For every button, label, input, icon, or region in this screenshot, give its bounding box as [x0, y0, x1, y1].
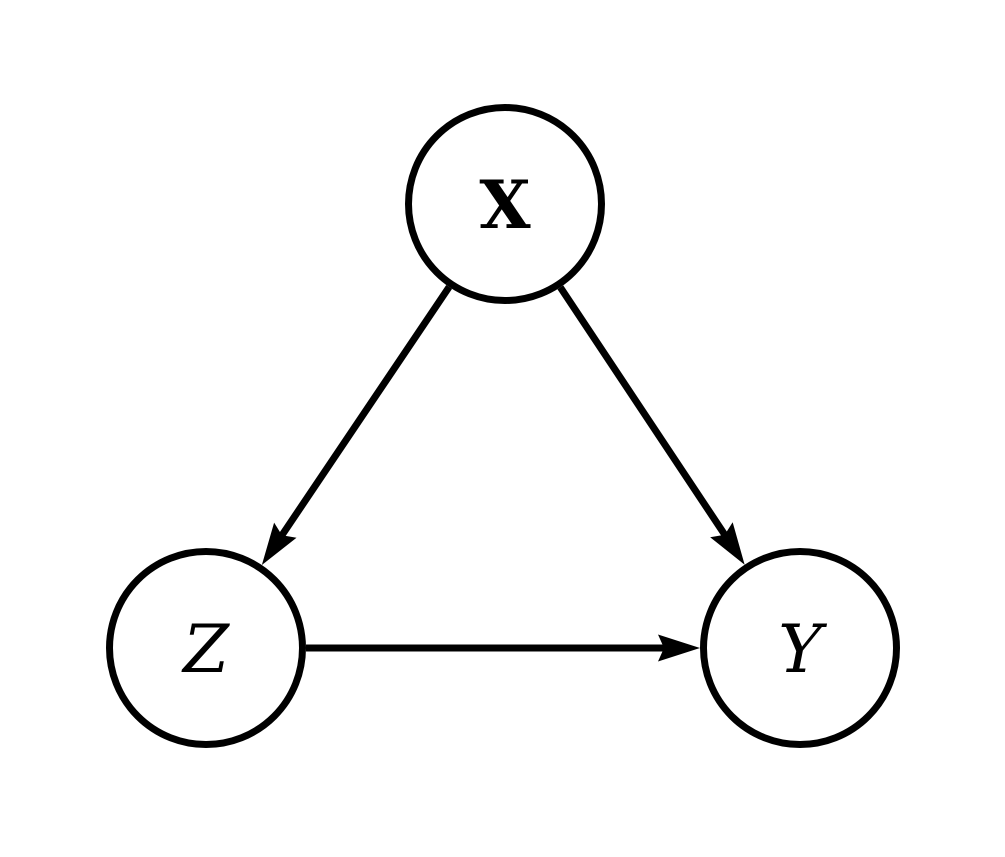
edge-X-Z-arrowhead-icon — [261, 522, 297, 566]
edge-X-Z-line — [277, 284, 453, 540]
edge-X-Y-line — [557, 285, 730, 540]
node-Z-label: Z — [181, 611, 230, 688]
edge-X-Y-arrowhead-icon — [710, 522, 745, 565]
node-Z-circle — [106, 548, 306, 748]
node-Y-label: Y — [778, 611, 827, 688]
node-X-circle — [405, 104, 605, 304]
node-Y-circle — [700, 548, 900, 748]
edge-Z-Y-arrowhead-icon — [658, 634, 700, 662]
node-X-label: X — [479, 166, 531, 244]
